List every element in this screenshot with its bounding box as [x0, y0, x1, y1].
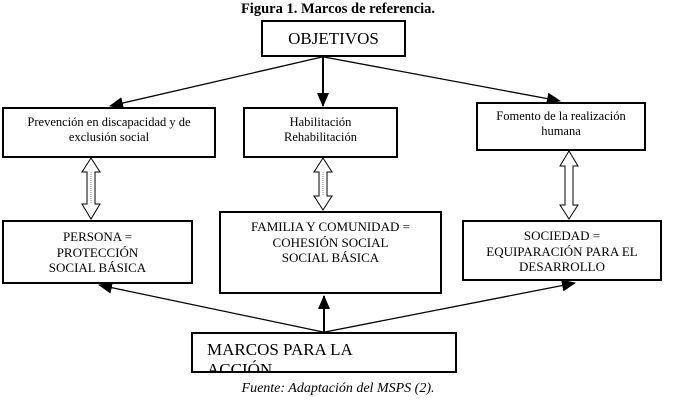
- node-habilitacion: Habilitación Rehabilitación: [243, 107, 398, 158]
- node-objetivos: OBJETIVOS: [261, 20, 406, 57]
- node-sociedad-label: SOCIEDAD = EQUIPARACIÓN PARA EL DESARROL…: [486, 228, 638, 274]
- edge-marcos-sociedad: [324, 279, 576, 333]
- double-arrow-habilitacion-familia: [313, 157, 333, 211]
- double-arrow-fomento-sociedad: [559, 150, 579, 220]
- figure-source: Fuente: Adaptación del MSPS (2).: [241, 381, 435, 396]
- node-persona-label: PERSONA = PROTECCIÓN SOCIAL BÁSICA: [48, 229, 147, 275]
- node-objetivos-label: OBJETIVOS: [288, 29, 379, 48]
- edge-objetivos-fomento: [323, 56, 561, 105]
- node-marcos-label: MARCOS PARA LA ACCIÓN: [207, 340, 353, 373]
- double-arrow-prevencion-persona: [81, 157, 101, 220]
- node-familia-label: FAMILIA Y COMUNIDAD = COHESIÓN SOCIAL SO…: [251, 219, 410, 265]
- node-fomento: Fomento de la realización humana: [476, 102, 646, 151]
- node-prevencion-label: Prevención en discapacidad y de exclusió…: [27, 115, 191, 144]
- node-prevencion: Prevención en discapacidad y de exclusió…: [2, 107, 216, 158]
- edge-objetivos-prevencion: [109, 56, 323, 109]
- figure-title: Figura 1. Marcos de referencia.: [240, 1, 436, 17]
- node-familia: FAMILIA Y COMUNIDAD = COHESIÓN SOCIAL SO…: [219, 211, 442, 294]
- node-marcos: MARCOS PARA LA ACCIÓN: [191, 332, 457, 373]
- node-persona: PERSONA = PROTECCIÓN SOCIAL BÁSICA: [2, 220, 193, 284]
- node-habilitacion-label: Habilitación Rehabilitación: [284, 115, 357, 144]
- node-fomento-label: Fomento de la realización humana: [496, 109, 626, 138]
- edge-marcos-persona: [98, 281, 324, 333]
- node-sociedad: SOCIEDAD = EQUIPARACIÓN PARA EL DESARROL…: [462, 220, 662, 281]
